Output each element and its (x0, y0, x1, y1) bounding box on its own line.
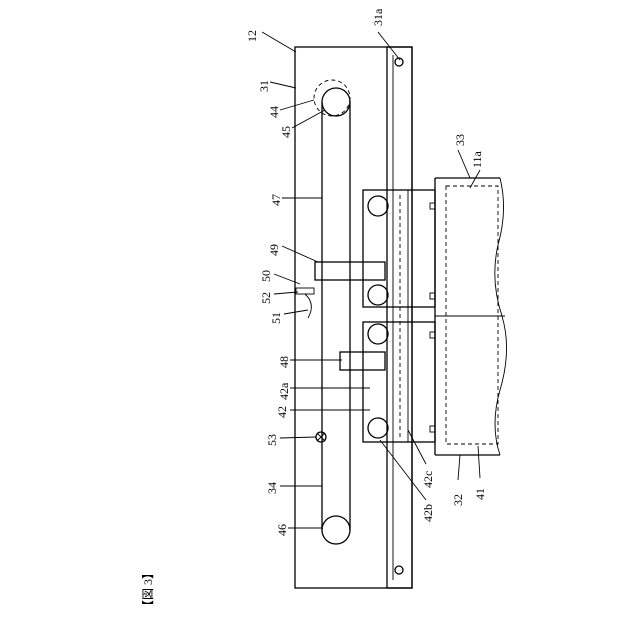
wheel-upper-2 (368, 285, 388, 305)
label-49: 49 (267, 244, 281, 256)
label-47: 47 (269, 194, 283, 206)
leader-45 (292, 110, 325, 128)
figure-caption: 【図 3】 (141, 567, 155, 612)
rail-bolt-bottom (395, 566, 403, 574)
pulley-44 (314, 80, 350, 116)
leader-32 (458, 455, 460, 480)
label-42b: 42b (421, 504, 435, 522)
leader-31 (270, 82, 296, 88)
carriage-upper (363, 190, 435, 307)
label-45: 45 (279, 126, 293, 138)
leader-49 (282, 246, 318, 262)
leader-44 (280, 100, 314, 110)
wheel-lower-1 (368, 324, 388, 344)
wheel-lower-2 (368, 418, 388, 438)
box-break-line (495, 178, 507, 455)
sensor-52 (296, 288, 314, 294)
leader-31a (378, 32, 400, 60)
label-12: 12 (245, 30, 259, 42)
leader-51 (284, 310, 308, 314)
clip-3 (430, 332, 435, 338)
pulley-45 (322, 88, 350, 116)
wheel-upper-1 (368, 196, 388, 216)
pulley-46 (322, 516, 350, 544)
sensor-51 (305, 294, 311, 318)
label-33: 33 (453, 134, 467, 146)
label-31: 31 (257, 80, 271, 92)
carriage-lower (363, 322, 435, 442)
leader-11a (470, 170, 480, 188)
label-51: 51 (269, 312, 283, 324)
clip-1 (430, 203, 435, 209)
clip-4 (430, 426, 435, 432)
label-42c: 42c (421, 471, 435, 488)
label-50: 50 (259, 270, 273, 282)
leader-41 (478, 446, 480, 478)
label-42: 42 (275, 406, 289, 418)
leader-53 (280, 437, 316, 438)
leader-42c (408, 430, 426, 464)
frame-12 (295, 47, 412, 588)
leader-12 (262, 32, 296, 52)
leader-33 (458, 150, 470, 178)
box-11a (446, 186, 498, 444)
label-42a: 42a (277, 382, 291, 400)
label-48: 48 (277, 356, 291, 368)
label-34: 34 (265, 482, 279, 494)
label-32: 32 (451, 494, 465, 506)
label-53: 53 (265, 434, 279, 446)
label-46: 46 (275, 524, 289, 536)
label-52: 52 (259, 292, 273, 304)
label-11a: 11a (470, 150, 484, 168)
label-31a: 31a (371, 8, 385, 26)
label-44: 44 (267, 106, 281, 118)
leader-50 (274, 274, 300, 284)
clip-2 (430, 293, 435, 299)
label-41: 41 (473, 488, 487, 500)
